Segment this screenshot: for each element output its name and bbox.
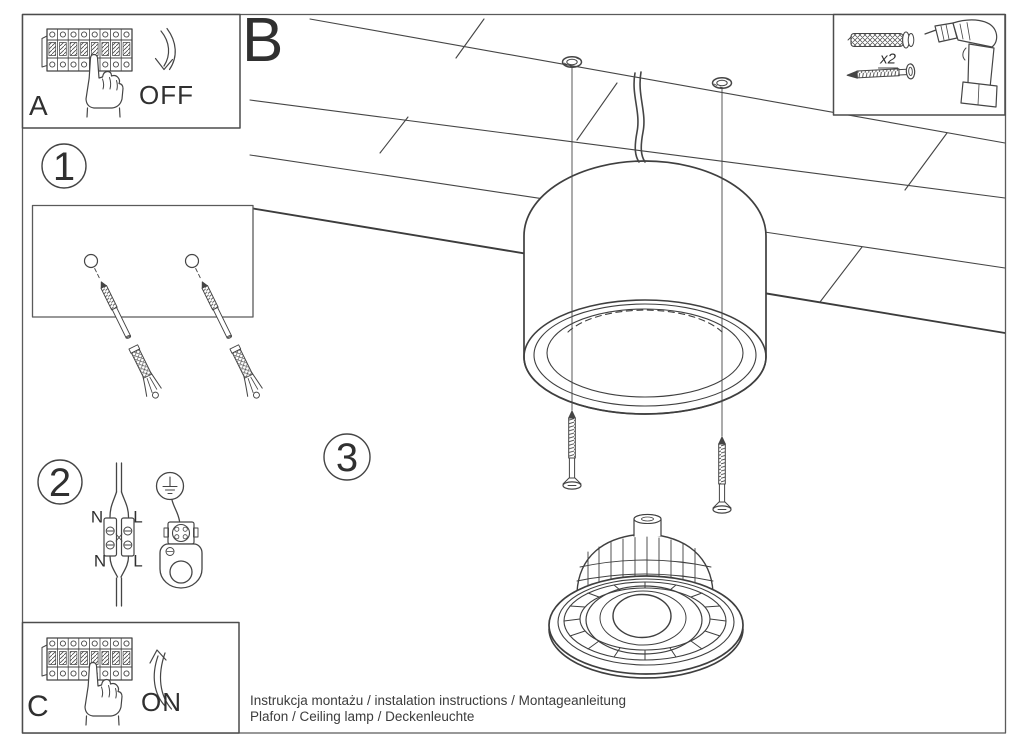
panel-c <box>21 621 240 734</box>
sheet-frame <box>21 13 1007 734</box>
wire-label-n-top: N <box>90 507 104 527</box>
step-3-circle <box>323 433 371 481</box>
step-2-diagram <box>37 459 203 607</box>
bulb-dome-ribs <box>587 536 696 590</box>
drilling-template-box <box>31 204 254 318</box>
step-3-number: 3 <box>335 436 359 480</box>
wire-connector <box>103 462 135 607</box>
footer: Instrukcja montażu / instalation instruc… <box>250 693 626 724</box>
bulb-rim-segments <box>563 581 727 661</box>
arrow-up-curve <box>153 652 173 710</box>
wall-plug-item-icon <box>847 31 915 49</box>
arrow-down-curve <box>160 27 176 71</box>
wall-plug-right-icon <box>711 77 733 89</box>
panel-a <box>21 13 241 129</box>
switch-on-label: ON <box>141 687 182 717</box>
wire-label-n-bottom: N <box>93 551 107 571</box>
parts-box <box>832 13 1006 116</box>
footer-line-1: Instrukcja montażu / instalation instruc… <box>250 693 626 708</box>
step-1-number: 1 <box>52 145 76 189</box>
ground-wire <box>171 499 181 522</box>
breaker-strip-icon <box>41 28 133 72</box>
screw-axis-lines <box>571 67 723 437</box>
switch-off-label: OFF <box>139 80 194 110</box>
mounting-screw-right <box>712 436 732 514</box>
wire-label-l-top: L <box>133 507 143 527</box>
drill-hole-left <box>83 253 99 269</box>
panel-c-label: C <box>27 690 49 723</box>
step-1-circle <box>41 143 87 189</box>
main-view-label: B <box>242 6 284 75</box>
ceiling-lamp-body <box>523 160 767 415</box>
step-1-diagram <box>31 143 266 403</box>
power-cable <box>633 71 646 163</box>
wire-label-l-bottom: L <box>133 551 143 571</box>
step-2-circle <box>37 459 83 505</box>
drill-icon <box>924 19 998 108</box>
spot-bulb <box>548 513 744 679</box>
panel-a-label: A <box>29 90 48 121</box>
bulb-lens <box>612 593 672 639</box>
drill-hole-right <box>184 253 200 269</box>
mounting-screw-left <box>562 410 582 490</box>
screw-item-icon <box>846 63 916 80</box>
ground-clamp <box>159 521 203 589</box>
arrow-up-head <box>149 649 167 664</box>
arrow-down-head <box>154 57 174 71</box>
parts-quantity-label: x2 <box>878 50 898 69</box>
ground-symbol-icon <box>155 471 185 501</box>
footer-line-2: Plafon / Ceiling lamp / Deckenleuchte <box>250 708 475 724</box>
breaker-strip-icon <box>41 637 133 681</box>
step-2-number: 2 <box>48 461 72 505</box>
